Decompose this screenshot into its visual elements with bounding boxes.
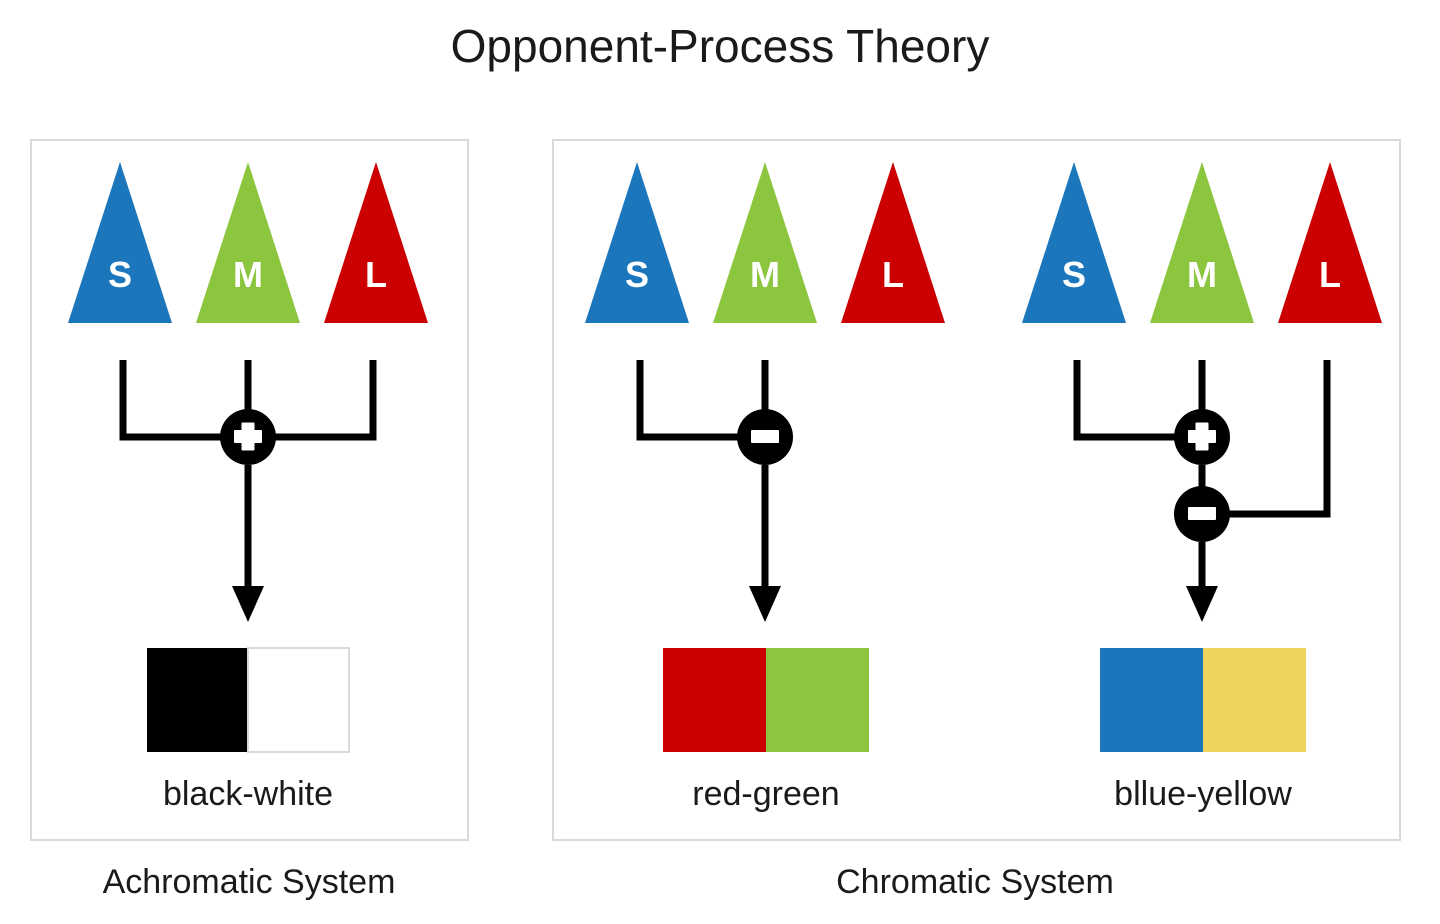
cone-label: L [365, 254, 387, 295]
cone-triangle-icon [1150, 162, 1254, 323]
cone-label: M [750, 254, 780, 295]
operator-node-minus-blue-yellow[interactable] [1174, 486, 1230, 542]
operator-node-plus-black-white[interactable] [220, 409, 276, 465]
operator-node-minus-red-green[interactable] [737, 409, 793, 465]
minus-icon-bar [1188, 507, 1216, 520]
cone-triangle-icon [1022, 162, 1126, 323]
swatch-half-white [247, 647, 350, 753]
system-label-achromatic: Achromatic System [103, 863, 396, 901]
wiring-blue-yellow [1073, 360, 1331, 622]
cone-achromatic-l[interactable]: L [324, 162, 428, 323]
channel-label-black-white: black-white [163, 775, 333, 813]
cone-label: L [882, 254, 904, 295]
channel-label-blue-yellow: bllue-yellow [1114, 775, 1292, 813]
swatch-half-red [663, 648, 766, 752]
cone-label: S [1062, 254, 1086, 295]
cone-triangle-icon [841, 162, 945, 323]
cone-triangle-icon [1278, 162, 1382, 323]
wire-s-to-sum [1073, 360, 1179, 441]
plus-icon-bar-v [241, 422, 255, 451]
cone-chromatic-s-2[interactable]: S [1022, 162, 1126, 323]
arrowhead-icon [1186, 586, 1218, 622]
cone-triangle-icon [713, 162, 817, 323]
wiring-red-green [636, 360, 781, 622]
cone-triangle-icon [196, 162, 300, 323]
cone-triangle-icon [68, 162, 172, 323]
system-label-chromatic: Chromatic System [836, 863, 1114, 901]
cone-label: M [233, 254, 263, 295]
wire-s-to-sum [119, 360, 225, 441]
swatch-half-yellow [1203, 648, 1306, 752]
cone-chromatic-s-1[interactable]: S [585, 162, 689, 323]
swatch-half-black [147, 648, 248, 752]
cone-group-chromatic-blue-yellow: S M L [1022, 162, 1382, 323]
page-title: Opponent-Process Theory [451, 20, 990, 72]
cone-label: M [1187, 254, 1217, 295]
cone-achromatic-s[interactable]: S [68, 162, 172, 323]
swatch-half-green [766, 648, 869, 752]
cone-chromatic-m-1[interactable]: M [713, 162, 817, 323]
cone-triangle-icon [324, 162, 428, 323]
cone-chromatic-l-2[interactable]: L [1278, 162, 1382, 323]
cone-triangle-icon [585, 162, 689, 323]
output-swatch-red-green[interactable] [663, 648, 869, 752]
panel-chromatic: S M L S M [552, 139, 1401, 841]
wire-l-to-difference [1225, 360, 1331, 518]
output-swatch-black-white[interactable] [147, 647, 350, 753]
operator-node-plus-blue-yellow[interactable] [1174, 409, 1230, 465]
cone-chromatic-l-1[interactable]: L [841, 162, 945, 323]
cone-group-chromatic-red-green: S M L [585, 162, 945, 323]
cone-achromatic-m[interactable]: M [196, 162, 300, 323]
wire-l-to-sum [271, 360, 377, 441]
cone-label: L [1319, 254, 1341, 295]
wire-m-to-difference [636, 360, 742, 441]
cone-label: S [108, 254, 132, 295]
wiring-black-white [119, 360, 377, 622]
output-swatch-blue-yellow[interactable] [1100, 648, 1306, 752]
plus-icon-bar-v [1195, 422, 1209, 451]
panel-achromatic: S M L [30, 139, 469, 841]
channel-label-red-green: red-green [692, 775, 839, 813]
swatch-half-blue [1100, 648, 1203, 752]
cone-chromatic-m-2[interactable]: M [1150, 162, 1254, 323]
cone-group-achromatic: S M L [68, 162, 428, 323]
arrowhead-icon [749, 586, 781, 622]
minus-icon-bar [751, 430, 779, 443]
cone-label: S [625, 254, 649, 295]
arrowhead-icon [232, 586, 264, 622]
